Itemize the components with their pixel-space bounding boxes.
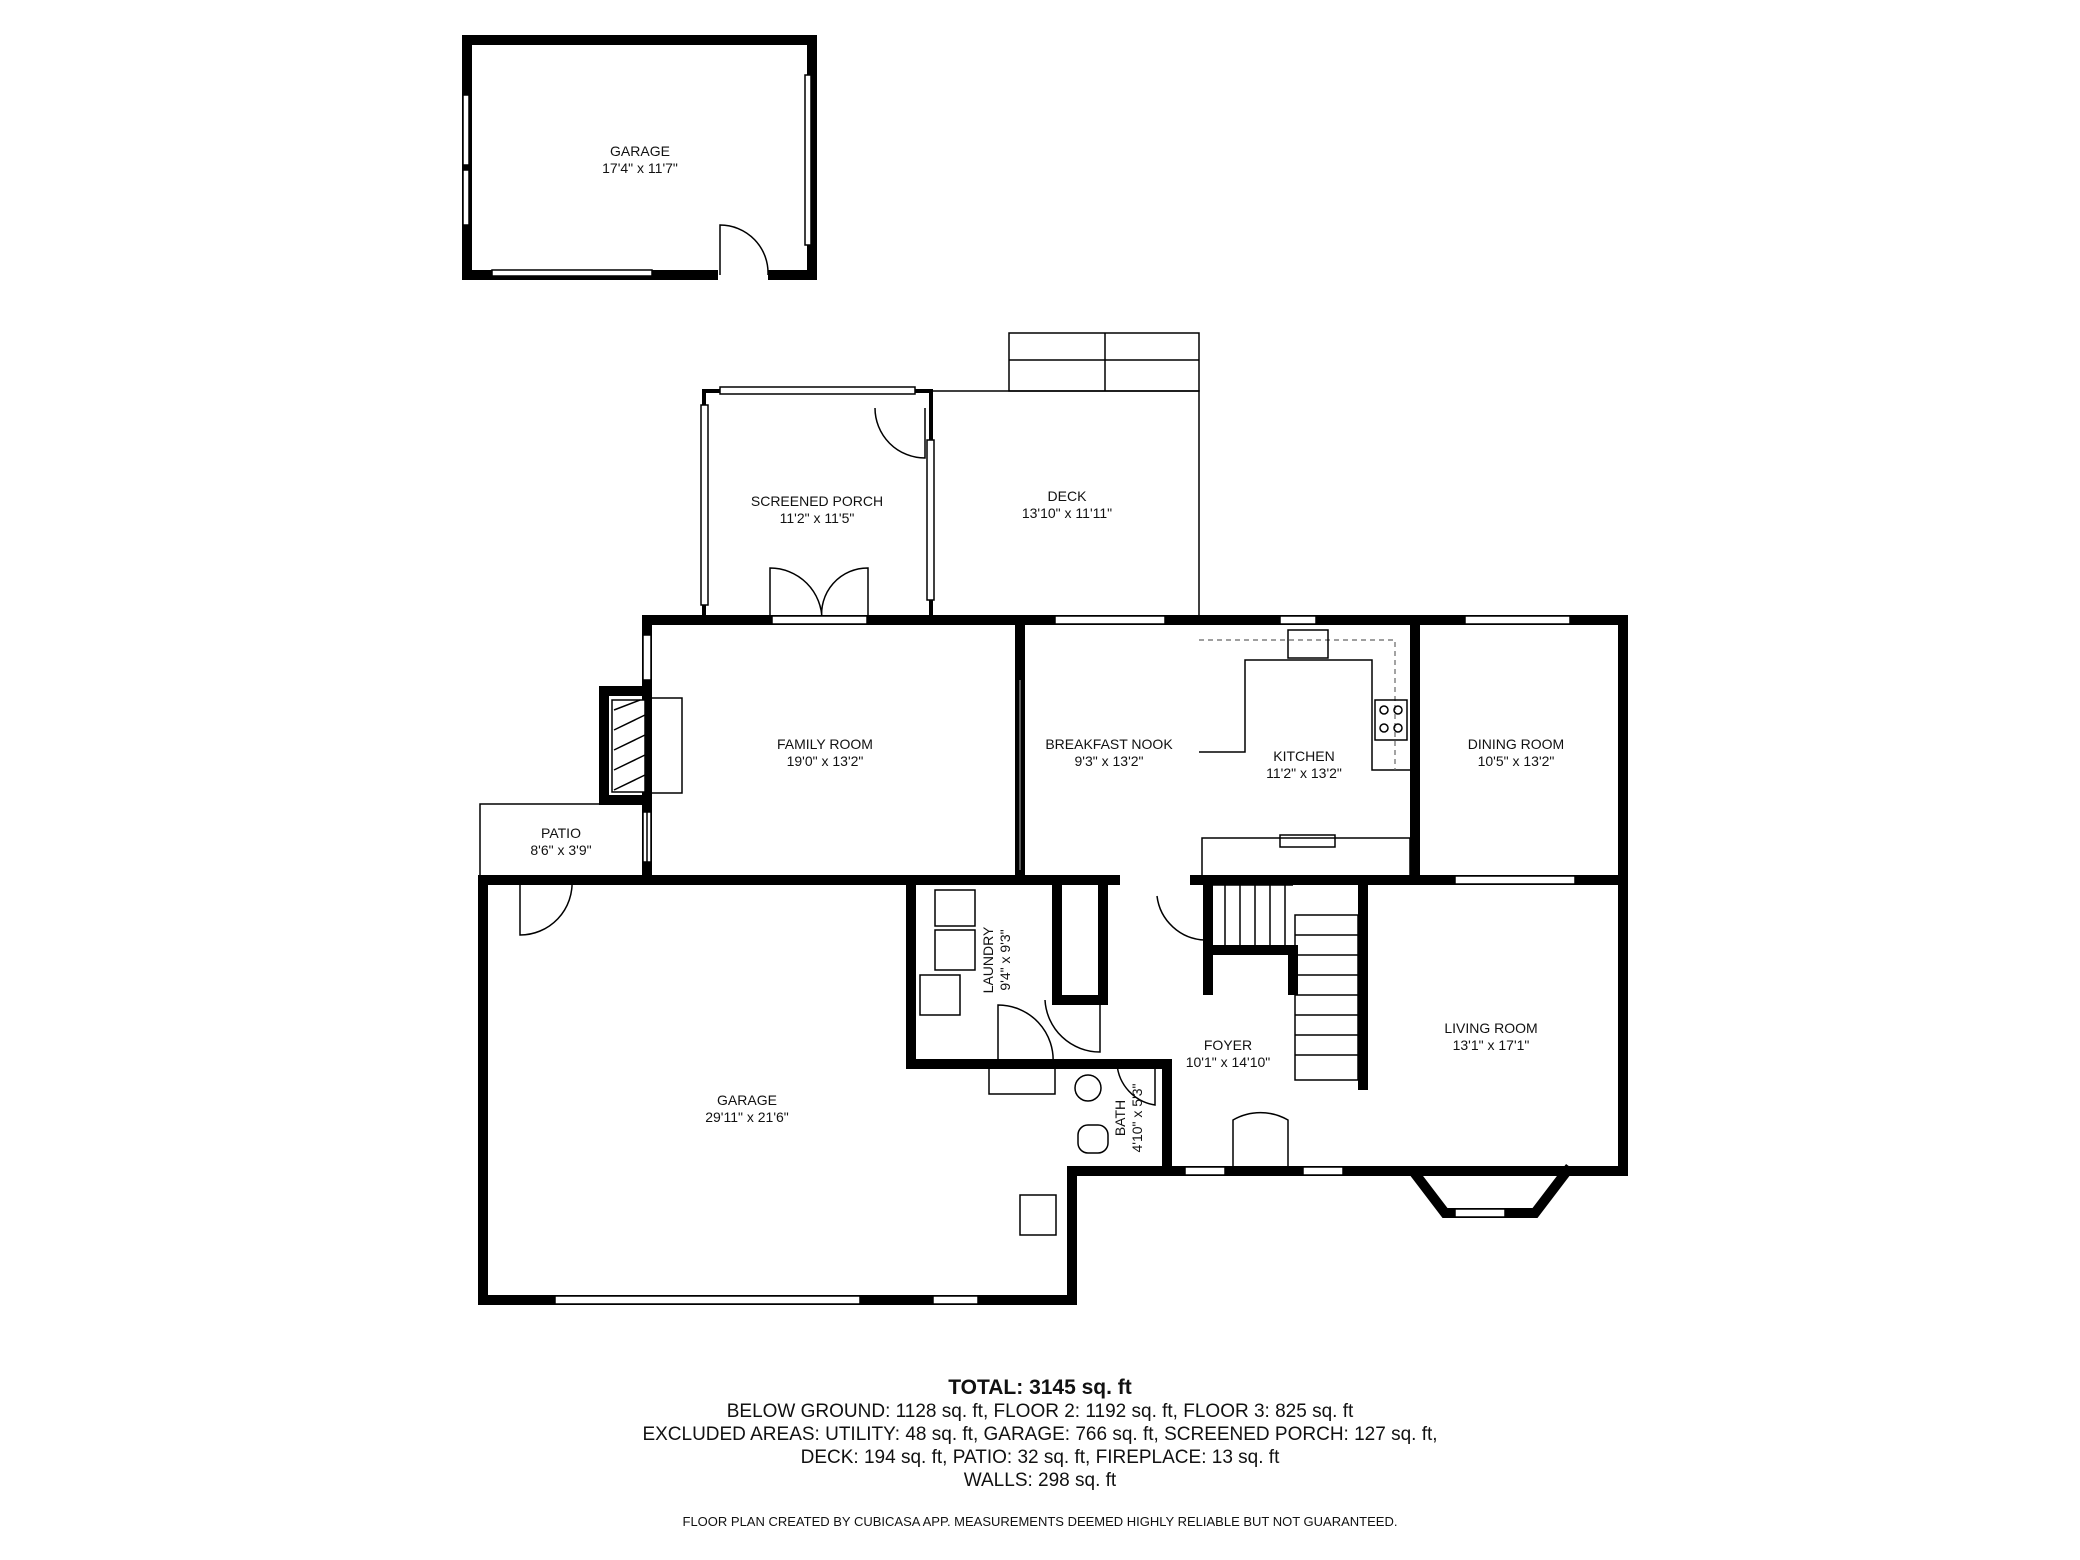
floor-areas: BELOW GROUND: 1128 sq. ft, FLOOR 2: 1192… <box>726 1401 1354 1422</box>
detached-garage: GARAGE 17'4" x 11'7" <box>462 35 817 280</box>
room-size: 17'4" x 11'7" <box>602 160 678 176</box>
room-name: LAUNDRY <box>980 926 996 993</box>
room-size: 11'2" x 13'2" <box>1266 765 1342 781</box>
stairs <box>1213 884 1359 1081</box>
room-size: 13'10" x 11'11" <box>1022 505 1112 521</box>
room-name: PATIO <box>541 825 581 841</box>
room-size: 9'3" x 13'2" <box>1075 753 1144 769</box>
deck: DECK 13'10" x 11'11" <box>931 332 1200 620</box>
walls-area: WALLS: 298 sq. ft <box>963 1470 1117 1491</box>
room-name: DECK <box>1048 488 1088 504</box>
room-size: 9'4" x 9'3" <box>997 929 1013 990</box>
room-name: BREAKFAST NOOK <box>1045 736 1173 752</box>
room-name: GARAGE <box>717 1092 777 1108</box>
room-name: DINING ROOM <box>1468 736 1564 752</box>
room-name: FAMILY ROOM <box>777 736 873 752</box>
room-size: 10'5" x 13'2" <box>1478 753 1555 769</box>
room-size: 19'0" x 13'2" <box>787 753 864 769</box>
interior-fixtures <box>479 803 1359 1236</box>
room-size: 8'6" x 3'9" <box>530 842 591 858</box>
room-size: 10'1" x 14'10" <box>1186 1054 1271 1070</box>
room-name: LIVING ROOM <box>1444 1020 1537 1036</box>
disclaimer: FLOOR PLAN CREATED BY CUBICASA APP. MEAS… <box>682 1514 1398 1529</box>
excluded-areas-2: DECK: 194 sq. ft, PATIO: 32 sq. ft, FIRE… <box>800 1447 1280 1468</box>
room-name: BATH <box>1112 1100 1128 1136</box>
excluded-areas-1: EXCLUDED AREAS: UTILITY: 48 sq. ft, GARA… <box>642 1424 1438 1445</box>
room-size: 13'1" x 17'1" <box>1453 1037 1530 1053</box>
room-name: GARAGE <box>610 143 670 159</box>
room-name: SCREENED PORCH <box>751 493 883 509</box>
total-area: TOTAL: 3145 sq. ft <box>948 1376 1132 1399</box>
main-house-walls <box>478 615 1628 1305</box>
screened-porch: SCREENED PORCH 11'2" x 11'5" <box>700 386 935 622</box>
room-name: KITCHEN <box>1273 748 1334 764</box>
room-size: 4'10" x 5'3" <box>1129 1083 1145 1152</box>
room-size: 11'2" x 11'5" <box>780 510 855 526</box>
room-size: 29'11" x 21'6" <box>705 1109 789 1125</box>
room-name: FOYER <box>1204 1037 1252 1053</box>
kitchen-fixtures <box>1019 629 1411 877</box>
